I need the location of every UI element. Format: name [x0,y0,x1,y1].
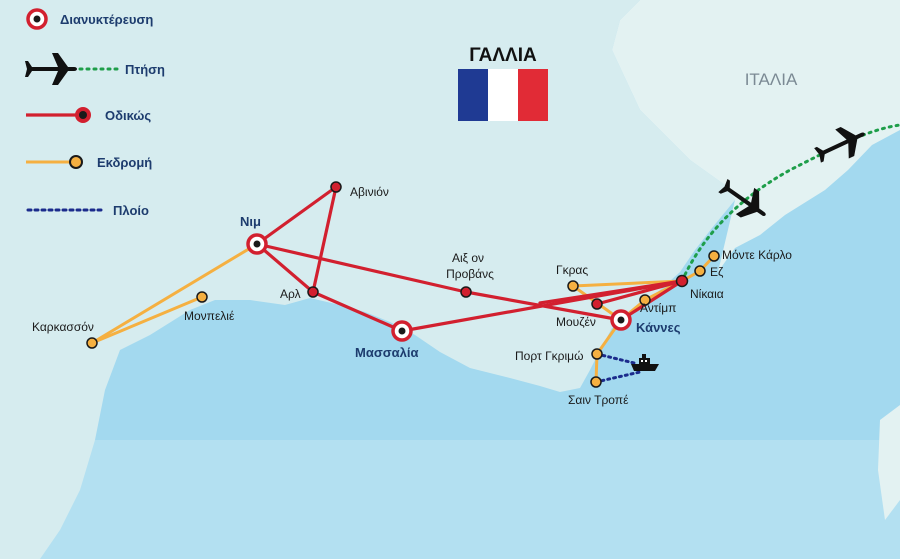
excursion-carcassonne-montpellier [90,295,204,345]
excursion-points [86,250,720,388]
airplane-icon [718,178,766,218]
point-montecarlo [708,250,720,262]
legend-overnight: Διανυκτέρευση [26,8,153,30]
overnight-marker-icon [75,107,91,123]
place-label-montecarlo: Μόντε Κάρλο [722,248,792,262]
point-montpellier [196,291,208,303]
place-label-portgrimaud: Πορτ Γκριμώ [515,349,583,363]
point-portgrimaud [591,348,603,360]
airplane-icon [814,126,865,163]
point-grasse [567,280,579,292]
sea-light-band [0,440,900,559]
legend-excursion: Εκδρομή [26,155,152,170]
place-label-sainttropez: Σαιν Τροπέ [568,393,629,407]
airplane-icon [25,53,77,85]
place-labels: Νιμ Αβινιόν Αρλ Αιξ ον Προβάνς Μασσαλία … [32,185,792,407]
legend: Διανυκτέρευση Πτήση Οδικώς Εκδρομή [25,8,165,218]
place-label-grasse: Γκρας [556,263,588,277]
place-label-mougins: Μουζέν [556,315,596,329]
legend-excursion-point [69,155,83,169]
road-avignon-arles [311,185,338,294]
point-antibes [639,294,651,306]
legend-road-label: Οδικώς [105,108,151,123]
france-landmass [0,0,735,559]
point-mougins [591,298,603,310]
road-cannes-nice [619,279,684,322]
place-label-aix-line1: Αιξ ον [452,251,484,265]
road-arles-marseille [311,290,404,333]
country-label-italy: ΙΤΑΛΙΑ [745,70,798,89]
point-carcassonne [86,337,98,349]
legend-flight: Πτήση [25,53,165,85]
france-flag-icon [458,69,548,121]
point-avignon [330,181,342,193]
road-nimes-aix [255,242,468,294]
road-points [307,181,689,310]
point-nice [675,274,689,288]
ship-route-portgrimaud [595,352,636,365]
place-label-marseille: Μασσαλία [355,345,418,360]
road-aix-nice [538,279,684,305]
overnight-marker-icon [610,309,632,331]
point-eze [694,265,706,277]
place-label-aix-line2: Προβάνς [446,267,494,281]
legend-excursion-label: Εκδρομή [97,155,152,170]
place-label-montpellier: Μονπελιέ [184,309,235,323]
flight-route [680,123,900,283]
ship-icon [631,354,659,371]
legend-ship: Πλοίο [26,203,149,218]
point-aix [460,286,472,298]
point-arles [307,286,319,298]
excursion-nice-grasse [571,279,684,288]
ship-routes [594,352,642,384]
legend-overnight-label: Διανυκτέρευση [60,12,153,27]
point-sainttropez [590,376,602,388]
overnight-markers [246,233,632,342]
overnight-marker-icon [26,8,48,30]
ship-route-sainttropez [594,370,642,384]
legend-flight-label: Πτήση [125,62,165,77]
country-label-france: ΓΑΛΛΙΑ [469,45,537,66]
place-label-arles: Αρλ [280,287,301,301]
excursion-nimes-carcassonne [90,242,259,345]
legend-road: Οδικώς [26,107,151,123]
italy-landmass [612,0,900,272]
overnight-marker-icon [391,320,413,342]
place-label-eze: Εζ [710,265,724,279]
place-label-carcassonne: Καρκασσόν [32,320,94,334]
legend-ship-label: Πλοίο [113,203,149,218]
road-nimes-arles [255,242,315,294]
overnight-marker-icon [246,233,268,255]
place-label-antibes: Αντίμπ [640,301,676,315]
corsica-landmass [878,405,900,520]
place-label-nimes: Νιμ [240,214,261,229]
place-label-avignon: Αβινιόν [350,185,389,199]
road-mougins-nice [595,279,684,306]
place-label-cannes: Κάννες [636,320,681,335]
road-routes [255,185,684,333]
place-label-nice: Νίκαια [690,287,724,301]
road-nimes-avignon [255,185,338,246]
